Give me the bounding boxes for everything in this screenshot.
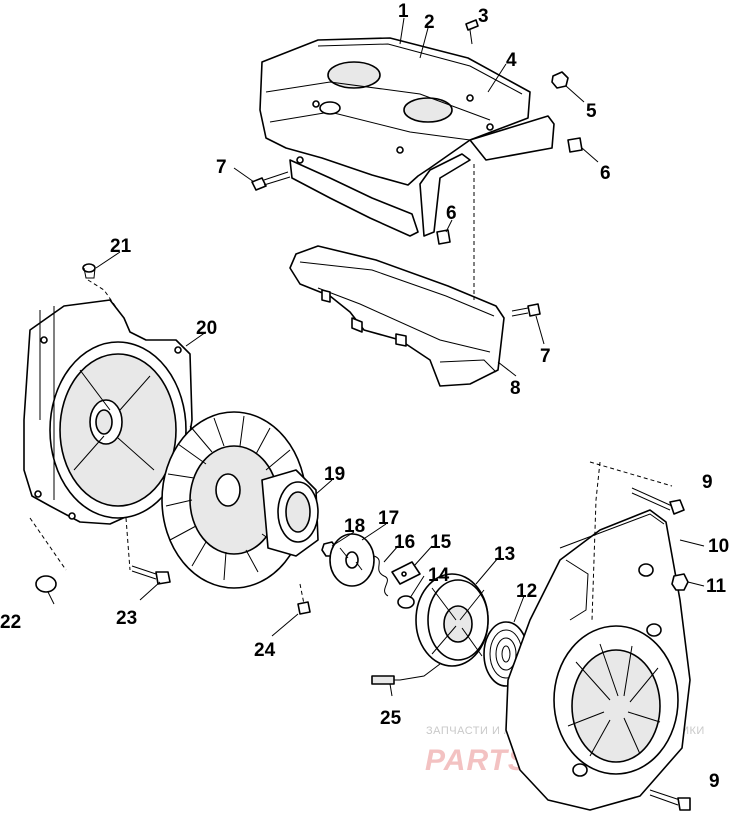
bolt-24: [297, 601, 311, 615]
callout-8: 8: [510, 378, 521, 399]
callout-7-upper: 7: [216, 157, 227, 178]
plate-17: [329, 533, 375, 587]
assembly-lines: [29, 164, 673, 621]
callout-21: 21: [110, 236, 132, 257]
callout-15: 15: [430, 532, 452, 553]
rope-25: [371, 663, 441, 685]
callout-16: 16: [394, 532, 415, 553]
callout-19: 19: [324, 464, 345, 485]
nut-5: [551, 71, 569, 89]
callout-6-upper: 6: [600, 163, 611, 184]
callout-24: 24: [254, 640, 276, 661]
callout-6-lower: 6: [446, 203, 457, 224]
o-ring-22: [35, 575, 57, 593]
dowel-21: [82, 263, 96, 279]
callout-1: 1: [398, 1, 409, 22]
spring-16: [373, 555, 389, 597]
bolt-9-upper: [631, 487, 685, 515]
callout-12: 12: [516, 581, 537, 602]
callout-5: 5: [586, 101, 597, 122]
callout-13: 13: [494, 544, 515, 565]
cylinder-head-cover: [259, 37, 555, 237]
clip-6-lower: [436, 229, 451, 245]
o-ring-14: [397, 595, 415, 609]
callout-3: 3: [478, 6, 489, 27]
callout-labels: 1 2 3 4 5 6 6 7 7 8 9 9 10 11 12 13 14 1…: [0, 1, 729, 792]
bolt-9-lower: [649, 789, 691, 811]
starter-housing: [505, 509, 691, 811]
callout-25: 25: [380, 708, 402, 729]
screw-3: [465, 19, 479, 45]
callout-11: 11: [706, 576, 727, 597]
callout-23: 23: [116, 608, 137, 629]
callout-2: 2: [424, 12, 435, 33]
leader-lines: [47, 17, 705, 697]
callout-9-upper: 9: [702, 472, 713, 493]
callout-18: 18: [344, 516, 365, 537]
callout-7-lower: 7: [540, 346, 551, 367]
callout-17: 17: [378, 508, 399, 529]
callout-10: 10: [708, 536, 729, 557]
callout-20: 20: [196, 318, 217, 339]
pawl-15: [391, 561, 421, 585]
starter-pulley-19: [261, 469, 319, 557]
bolt-23: [131, 565, 171, 585]
air-duct: [289, 245, 505, 387]
clip-6-upper: [567, 137, 583, 153]
callout-22: 22: [0, 612, 21, 633]
bolt-7-lower: [511, 303, 541, 317]
callout-9-lower: 9: [709, 771, 720, 792]
callout-14: 14: [428, 565, 450, 586]
fan-housing: [23, 299, 193, 525]
callout-4: 4: [506, 50, 517, 71]
nut-11: [671, 573, 689, 591]
rope-reel-13: [415, 573, 489, 667]
bolt-7-upper: [251, 171, 291, 191]
